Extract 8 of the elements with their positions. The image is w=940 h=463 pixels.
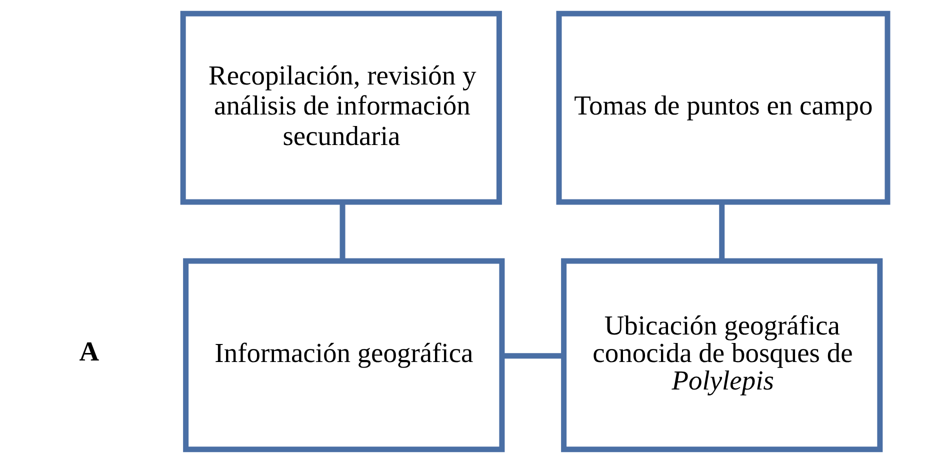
node-box: Tomas de puntos en campo [556, 10, 890, 205]
node-box: Información geográfica [183, 258, 505, 452]
connector [502, 353, 564, 359]
connector [340, 202, 346, 261]
node-box: Ubicación geográfica conocida de bosques de Polylepis [561, 258, 883, 452]
node-box: Recopilación, revisión y análisis de información secundaria [180, 10, 502, 205]
connector [719, 202, 725, 261]
label: A [79, 336, 100, 367]
